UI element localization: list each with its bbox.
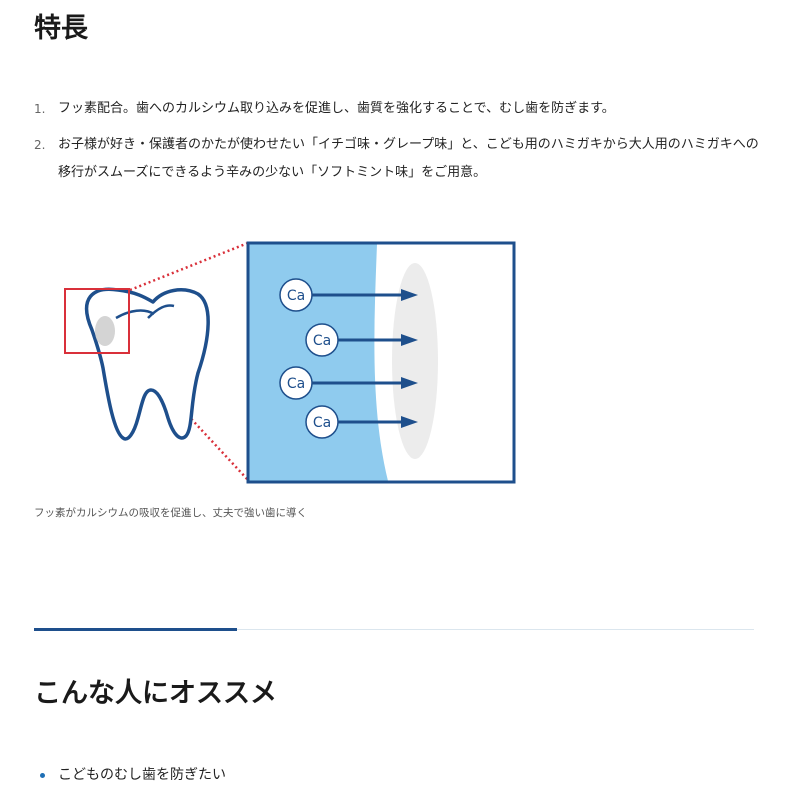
bullet-icon bbox=[40, 773, 45, 778]
list-item: こどものむし歯を防ぎたい bbox=[34, 763, 226, 787]
recommend-text: こどものむし歯を防ぎたい bbox=[58, 767, 226, 783]
feature-text: フッ素配合。歯へのカルシウム取り込みを促進し、歯質を強化することで、むし歯を防ぎ… bbox=[58, 101, 615, 116]
tooth-surface-spot bbox=[392, 263, 438, 459]
calcium-ion bbox=[279, 278, 313, 312]
figure-caption: フッ素がカルシウムの吸収を促進し、丈夫で強い歯に導く bbox=[34, 507, 307, 519]
ion-label: Ca bbox=[313, 333, 331, 349]
calcium-zone bbox=[249, 244, 388, 481]
arrow-icon bbox=[401, 334, 418, 346]
section-divider bbox=[34, 628, 754, 631]
feature-text: お子様が好き・保護者のかたが使わせたい「イチゴ味・グレープ味」と、こども用のハミ… bbox=[58, 137, 759, 180]
ion-label: Ca bbox=[287, 376, 305, 392]
ion-label: Ca bbox=[313, 415, 331, 431]
arrow-icon bbox=[401, 416, 418, 428]
feature-number: 1. bbox=[34, 102, 46, 116]
enamel-spot bbox=[95, 316, 115, 346]
ion-row: Ca bbox=[305, 405, 418, 439]
recommend-heading: こんな人にオススメ bbox=[34, 678, 277, 709]
ion-label: Ca bbox=[287, 288, 305, 304]
recommend-list: こどものむし歯を防ぎたい bbox=[34, 763, 226, 787]
tooth-crease bbox=[115, 309, 155, 320]
feature-item: 2. お子様が好き・保護者のかたが使わせたい「イチゴ味・グレープ味」と、こども用… bbox=[34, 131, 764, 187]
calcium-ion bbox=[279, 366, 313, 400]
features-heading: 特長 bbox=[34, 13, 88, 44]
tooth-crease bbox=[147, 304, 175, 319]
arrow-icon bbox=[401, 377, 418, 389]
highlight-box bbox=[64, 288, 130, 354]
calcium-ion bbox=[305, 405, 339, 439]
tooth-icon bbox=[85, 287, 210, 441]
ion-row: Ca bbox=[305, 323, 418, 357]
calcium-ion bbox=[305, 323, 339, 357]
calcium-absorption-illustration: Ca Ca Ca Ca bbox=[64, 241, 516, 484]
ion-row: Ca bbox=[279, 366, 418, 400]
ion-row: Ca bbox=[279, 278, 418, 312]
arrow-icon bbox=[401, 289, 418, 301]
feature-number: 2. bbox=[34, 138, 46, 152]
divider-accent bbox=[34, 628, 237, 631]
features-list: 1. フッ素配合。歯へのカルシウム取り込みを促進し、歯質を強化することで、むし歯… bbox=[34, 95, 764, 187]
zoom-connector-top bbox=[129, 241, 249, 292]
feature-item: 1. フッ素配合。歯へのカルシウム取り込みを促進し、歯質を強化することで、むし歯… bbox=[34, 95, 764, 123]
